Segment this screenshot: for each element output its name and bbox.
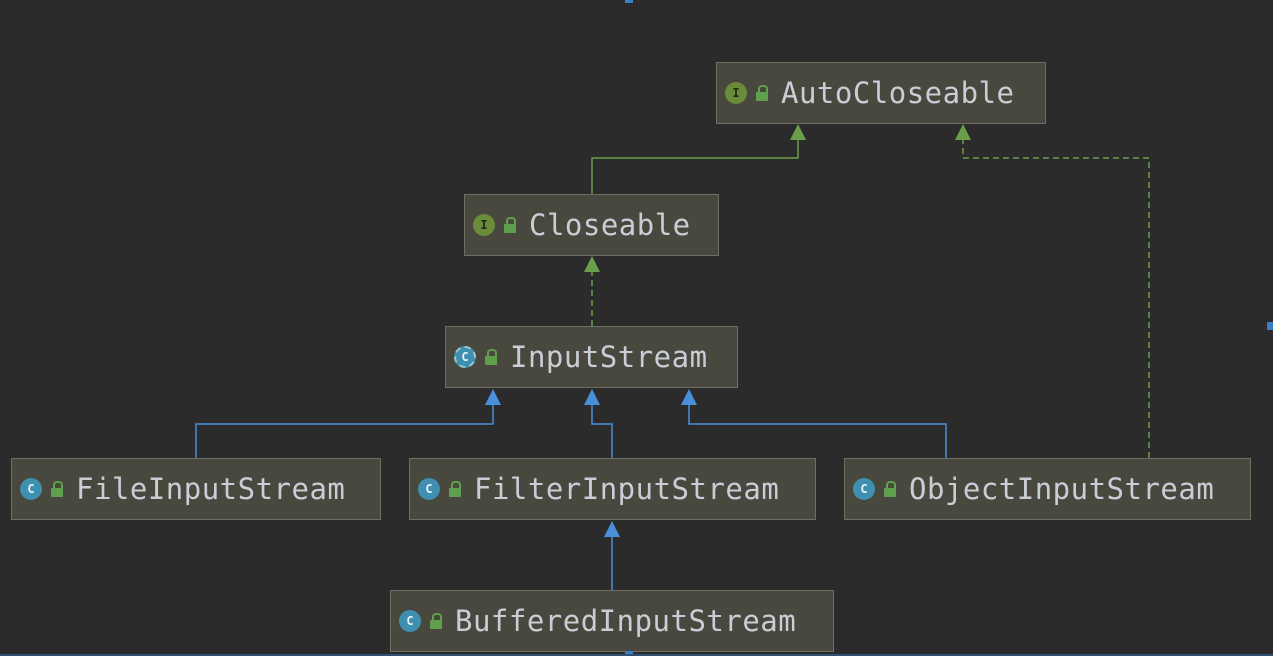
canvas-edge-marker-bottom [625, 651, 633, 656]
canvas-edge-marker-top [625, 0, 633, 3]
node-label: Closeable [529, 208, 691, 242]
edge-objectinputstream-to-inputstream [688, 405, 947, 458]
unlock-icon [883, 480, 897, 498]
node-objectinputstream[interactable]: C ObjectInputStream [844, 458, 1251, 520]
node-autocloseable[interactable]: I AutoCloseable [716, 62, 1046, 124]
arrowhead-inputstream-left [485, 389, 501, 405]
class-icon: C [20, 478, 42, 500]
edge-objectinputstream-to-autocloseable [962, 140, 1150, 458]
node-label: BufferedInputStream [455, 604, 797, 638]
class-icon: C [418, 478, 440, 500]
arrowhead-filterinputstream [604, 521, 620, 537]
class-icon: C [853, 478, 875, 500]
edge-fileinputstream-to-inputstream [195, 405, 494, 458]
node-fileinputstream[interactable]: C FileInputStream [11, 458, 381, 520]
node-label: FileInputStream [76, 472, 346, 506]
node-closeable[interactable]: I Closeable [464, 194, 719, 256]
node-label: InputStream [510, 340, 708, 374]
unlock-icon [448, 480, 462, 498]
arrowhead-closeable [584, 256, 600, 272]
node-filterinputstream[interactable]: C FilterInputStream [409, 458, 816, 520]
unlock-icon [50, 480, 64, 498]
class-icon: C [399, 610, 421, 632]
node-label: AutoCloseable [781, 76, 1015, 110]
unlock-icon [755, 84, 769, 102]
node-label: FilterInputStream [474, 472, 780, 506]
interface-icon: I [725, 82, 747, 104]
arrowhead-autocloseable-left [790, 124, 806, 140]
canvas-bottom-border [0, 654, 1273, 656]
unlock-icon [429, 612, 443, 630]
arrowhead-inputstream-right [681, 389, 697, 405]
node-bufferedinputstream[interactable]: C BufferedInputStream [390, 590, 834, 652]
edge-filterinputstream-to-inputstream [591, 405, 613, 458]
arrowhead-autocloseable-right [955, 124, 971, 140]
arrowhead-inputstream-center [584, 389, 600, 405]
unlock-icon [484, 348, 498, 366]
abstract-class-icon: C [454, 346, 476, 368]
canvas-edge-marker-right [1267, 322, 1273, 330]
node-inputstream[interactable]: C InputStream [445, 326, 738, 388]
edge-closeable-to-autocloseable [591, 140, 799, 194]
node-label: ObjectInputStream [909, 472, 1215, 506]
interface-icon: I [473, 214, 495, 236]
unlock-icon [503, 216, 517, 234]
